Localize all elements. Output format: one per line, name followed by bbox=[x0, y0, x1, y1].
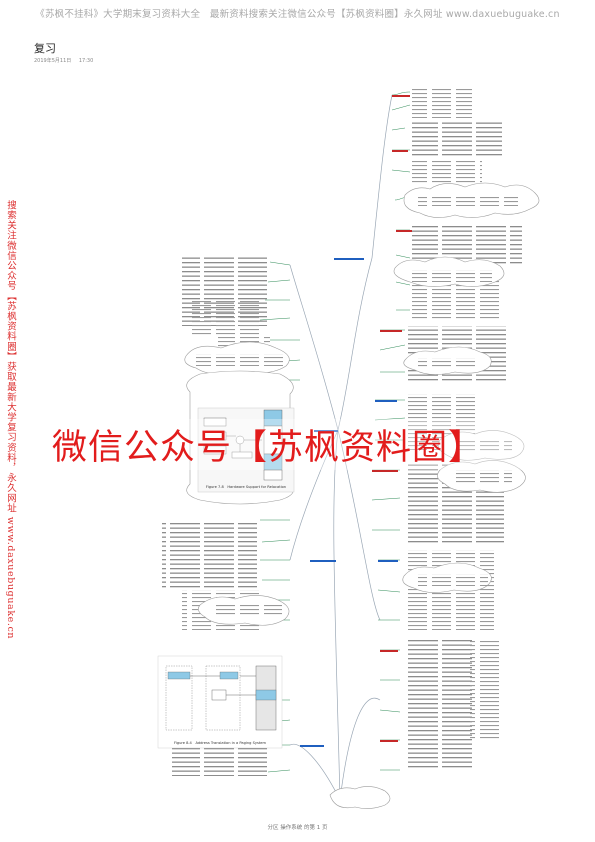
mindmap-trunk bbox=[289, 94, 393, 801]
page-date: 2019年5月11日 bbox=[34, 58, 72, 64]
page-footer: 分区 操作系统 的第 1 页 bbox=[267, 825, 328, 831]
page-time: 17:30 bbox=[78, 58, 94, 64]
figure-paging-caption: Figure 8.4 Address Translation in a Pagi… bbox=[174, 741, 266, 745]
page-title: 复习 bbox=[34, 42, 56, 55]
figure-relocation: Figure 7.8 Hardware Support for Relocati… bbox=[186, 370, 295, 505]
header-banner: 《苏枫不挂科》大学期末复习资料大全 最新资料搜索关注微信公众号【苏枫资料圈】永久… bbox=[35, 9, 560, 20]
page-meta: 2019年5月11日 17:30 bbox=[34, 57, 93, 64]
watermark-text: 微信公众号【苏枫资料圈】 bbox=[52, 419, 552, 470]
figure-relocation-caption: Figure 7.8 Hardware Support for Relocati… bbox=[206, 485, 286, 489]
mindmap-node-markers bbox=[300, 95, 412, 747]
mindmap-right-branches bbox=[371, 91, 411, 771]
side-banner: 搜索关注微信公众号【苏枫资料圈】获取最新大学复习资料，永久网址 www.daxu… bbox=[5, 200, 16, 640]
figure-paging: Figure 8.4 Address Translation in a Pagi… bbox=[157, 655, 283, 749]
